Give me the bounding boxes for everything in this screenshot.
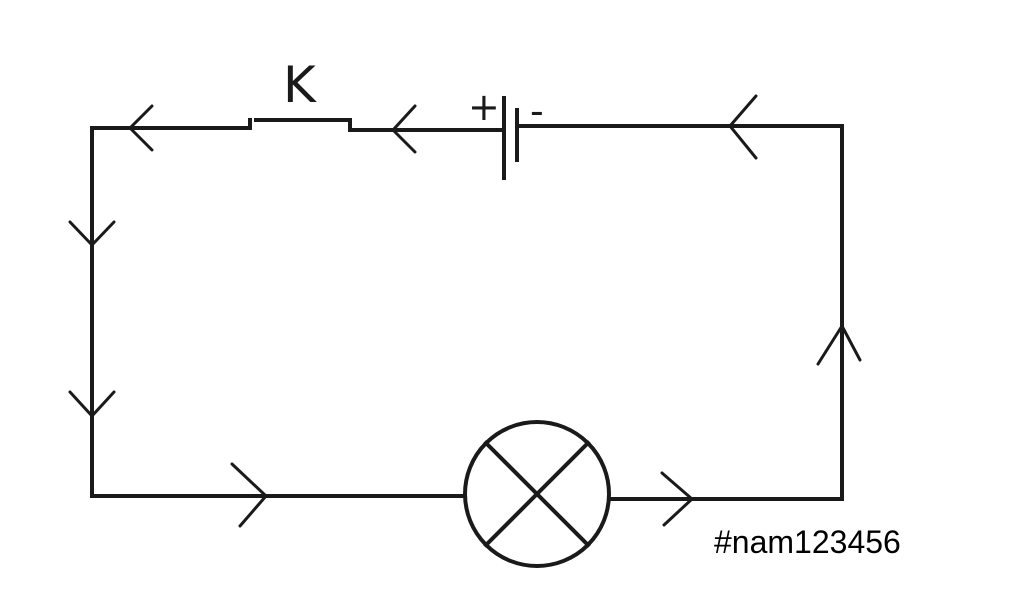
- arrow-top-middle-icon: [391, 104, 417, 154]
- arrow-right-icon: [816, 324, 862, 366]
- battery-cell-icon: [502, 96, 519, 180]
- circuit-wires: [90, 118, 844, 501]
- lamp-cross-b: [483, 440, 591, 548]
- battery-positive-label: +: [468, 85, 500, 129]
- battery-negative-label: -: [530, 89, 544, 133]
- arrow-bottom-right-icon: [660, 471, 694, 527]
- switch-label: K: [283, 56, 317, 114]
- current-arrows: [68, 94, 862, 528]
- watermark-label: #nam123456: [714, 524, 901, 560]
- lamp-icon: [463, 420, 611, 568]
- arrow-top-left-icon: [128, 104, 154, 152]
- lamp-circle: [463, 420, 611, 568]
- arrow-left-lower-icon: [68, 390, 116, 418]
- arrow-bottom-left-icon: [230, 462, 268, 528]
- arrow-left-upper-icon: [68, 220, 116, 247]
- arrow-top-right-icon: [728, 94, 758, 160]
